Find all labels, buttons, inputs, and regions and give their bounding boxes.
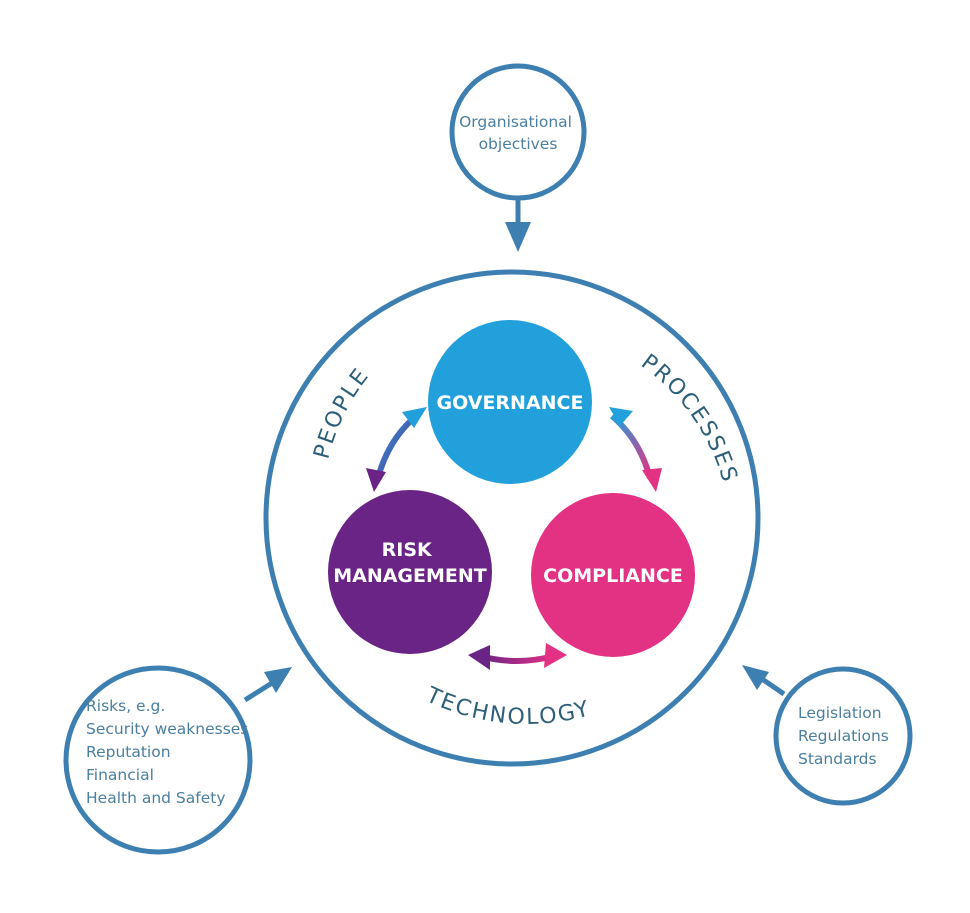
technology-label: TECHNOLOGY: [422, 682, 594, 730]
objectives-line: Organisational: [459, 113, 572, 131]
arrow-icon: [243, 667, 292, 703]
regulation-line: Legislation: [798, 704, 882, 722]
risks-line: Risks, e.g.: [86, 697, 165, 715]
processes-label: PROCESSES: [636, 350, 742, 487]
risk-management-label: MANAGEMENT: [333, 565, 487, 587]
risks-line: Financial: [86, 766, 154, 784]
svg-text:RISK MANAGEMENT: RISK MANAGEMENT: [333, 539, 487, 587]
risk-management-node: RISK MANAGEMENT: [328, 490, 492, 654]
svg-text:GOVERNANCE: GOVERNANCE: [437, 392, 584, 414]
risks-line: Security weaknesses: [86, 720, 248, 738]
compliance-node: COMPLIANCE: [531, 493, 695, 657]
svg-text:COMPLIANCE: COMPLIANCE: [543, 565, 683, 587]
risks-line: Health and Safety: [86, 789, 226, 807]
regulation-line: Regulations: [798, 727, 889, 745]
svg-text:Organisational objective: Organisational objectives: [459, 113, 577, 153]
risk-management-label: RISK: [382, 539, 433, 561]
double-arrow-icon: [468, 643, 567, 670]
double-arrow-icon: [609, 407, 662, 492]
svg-text:Legislation Regulations: Legislation Regulations Standards: [798, 704, 894, 768]
outer-circle: [263, 269, 761, 767]
governance-node: GOVERNANCE: [428, 320, 592, 484]
risks-line: Reputation: [86, 743, 171, 761]
regulation-line: Standards: [798, 750, 877, 768]
objectives-line: objectives: [479, 135, 558, 153]
arrow-icon: [742, 665, 786, 697]
arrow-icon: [505, 198, 531, 252]
double-arrow-icon: [366, 407, 427, 492]
objectives-node: Organisational objectives: [449, 63, 587, 201]
compliance-label: COMPLIANCE: [543, 565, 683, 587]
governance-label: GOVERNANCE: [437, 392, 584, 414]
risks-node: Risks, e.g. Security weaknesses Reputati…: [63, 665, 253, 855]
svg-text:Risks, e.g. Security wea: Risks, e.g. Security weaknesses Reputati…: [86, 697, 253, 807]
people-label: PEOPLE: [310, 363, 375, 461]
regulation-node: Legislation Regulations Standards: [773, 666, 913, 806]
